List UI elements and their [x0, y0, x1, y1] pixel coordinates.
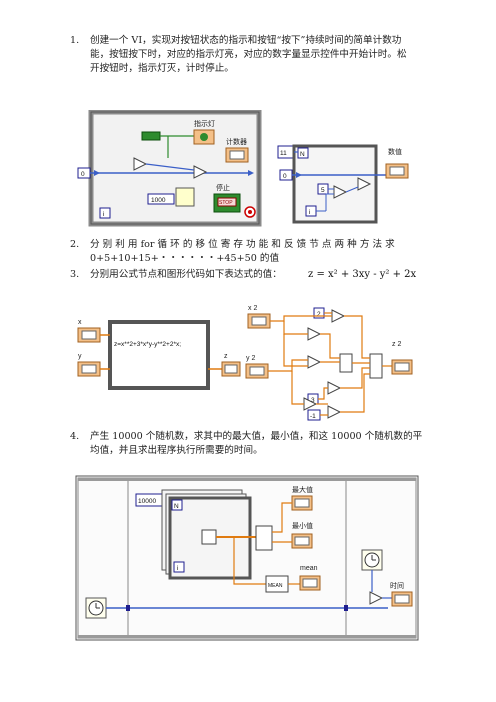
- diagram-random-stats: 10000 N i 最大值 最小值 MEAN mean 时间: [75, 475, 419, 641]
- const-neg1-label: -1: [310, 413, 316, 420]
- iter-label: i: [309, 209, 310, 216]
- question-line: 均值，并且求出程序执行所需要的时间。: [90, 445, 263, 456]
- mul-node-1: [331, 309, 346, 323]
- bool-button: [141, 131, 161, 141]
- init-const-label: 0: [283, 173, 287, 180]
- formula-display: z = x² + 3xy - y² + 2x: [308, 269, 417, 280]
- question-number: 2.: [70, 239, 80, 250]
- max-label: 最大值: [292, 485, 313, 494]
- n-label: N: [300, 151, 305, 158]
- iteration-terminal: [305, 205, 317, 217]
- const-2-label: 2: [317, 311, 321, 318]
- stop-label: 停止: [216, 183, 230, 192]
- indicator-label: 指示灯: [194, 119, 215, 128]
- const-1000: [147, 193, 175, 205]
- z2-label: z 2: [392, 341, 401, 348]
- subtract-node: [369, 591, 384, 605]
- const-3-label: 3: [311, 397, 315, 404]
- question-number: 4.: [70, 431, 80, 442]
- const-1000-label: 1000: [151, 197, 166, 204]
- mean-node-label: MEAN: [268, 583, 283, 589]
- question-line: 开按钮时，指示灯灭，计时停止。: [90, 63, 234, 74]
- question-line: 创建一个 VI，实现对按钮状态的指示和按钮“按下”持续时间的简单计数功: [90, 35, 402, 46]
- count-terminal: [171, 499, 183, 511]
- question-4: 4. 产生 10000 个随机数，求其中的最大值，最小值，和这 10000 个随…: [70, 430, 450, 460]
- question-line: 分 别 利 用 for 循 环 的 移 位 寄 存 功 能 和 反 馈 节 点 …: [90, 239, 395, 250]
- formula-node-frame: [108, 320, 210, 390]
- mul-node-4: [327, 381, 342, 395]
- count-terminal: [297, 147, 309, 159]
- count-const-label: 10000: [138, 498, 156, 505]
- counter-label: 计数器: [226, 137, 247, 146]
- output-label: 数值: [388, 147, 402, 156]
- diagram-button-timer: i 0 指示灯 计数器 1000 停止 STOP: [77, 110, 262, 227]
- increment-node: [133, 157, 148, 171]
- const-5-label: 5: [321, 187, 325, 194]
- question-1: 1. 创建一个 VI，实现对按钮状态的指示和按钮“按下”持续时间的简单计数功 能…: [70, 34, 450, 78]
- diagram-for-loop-sum: 11 N 0 5 i 数值: [277, 144, 409, 224]
- count-const-label: 11: [280, 150, 287, 157]
- compound-add-2: [369, 353, 383, 379]
- select-node: [193, 165, 208, 179]
- compound-add-1: [339, 353, 353, 373]
- diagram-formula-node: x y z=x**2+3*x*y-y**2+2*x; z: [77, 319, 241, 390]
- const-0-label: 0: [81, 171, 85, 178]
- question-line: 0+5+10+15+・・・・・・+45+50 的值: [90, 253, 280, 264]
- question-line: 产生 10000 个随机数，求其中的最大值，最小值，和这 10000 个随机数的…: [90, 431, 423, 442]
- iter-label: i: [177, 565, 178, 572]
- question-line: 能，按钮按下时，对应的指示灯亮，对应的数字量显示控件中开始计时。松: [90, 49, 407, 60]
- mul-node-2: [307, 327, 322, 341]
- question-number: 1.: [70, 35, 80, 46]
- z-label: z: [224, 353, 228, 360]
- add-node: [357, 177, 372, 191]
- stop-btn-text: STOP: [219, 200, 233, 206]
- array-max-min-node: [255, 525, 273, 551]
- iter-label: i: [103, 211, 104, 218]
- x2-label: x 2: [248, 305, 257, 312]
- min-label: 最小值: [292, 521, 313, 530]
- while-loop-iteration: [99, 207, 111, 219]
- question-2: 2. 分 别 利 用 for 循 环 的 移 位 寄 存 功 能 和 反 馈 节…: [70, 238, 450, 268]
- time-label: 时间: [390, 581, 404, 590]
- formula-text: z = x² + 3xy - y² + 2x: [308, 269, 417, 280]
- question-line: 分别用公式节点和图形代码如下表达式的值：: [90, 269, 282, 280]
- random-node: [201, 529, 217, 545]
- y-label: y: [78, 353, 82, 360]
- mul-node-6: [327, 405, 342, 419]
- question-3: 3. 分别用公式节点和图形代码如下表达式的值：: [70, 268, 310, 284]
- diagram-graphical-code: x 2 y 2 2 3 -1 z 2: [245, 305, 413, 421]
- wait-node: [175, 187, 195, 207]
- question-number: 3.: [70, 269, 80, 280]
- iteration-terminal: [173, 561, 185, 573]
- formula-node-expr: z=x**2+3*x*y-y**2+2*x;: [114, 341, 181, 348]
- n-label: N: [174, 503, 179, 510]
- mul-node-3: [307, 355, 322, 369]
- x-label: x: [78, 319, 82, 326]
- y2-label: y 2: [246, 355, 255, 362]
- mean-label: mean: [300, 565, 318, 572]
- multiply-node: [333, 185, 348, 199]
